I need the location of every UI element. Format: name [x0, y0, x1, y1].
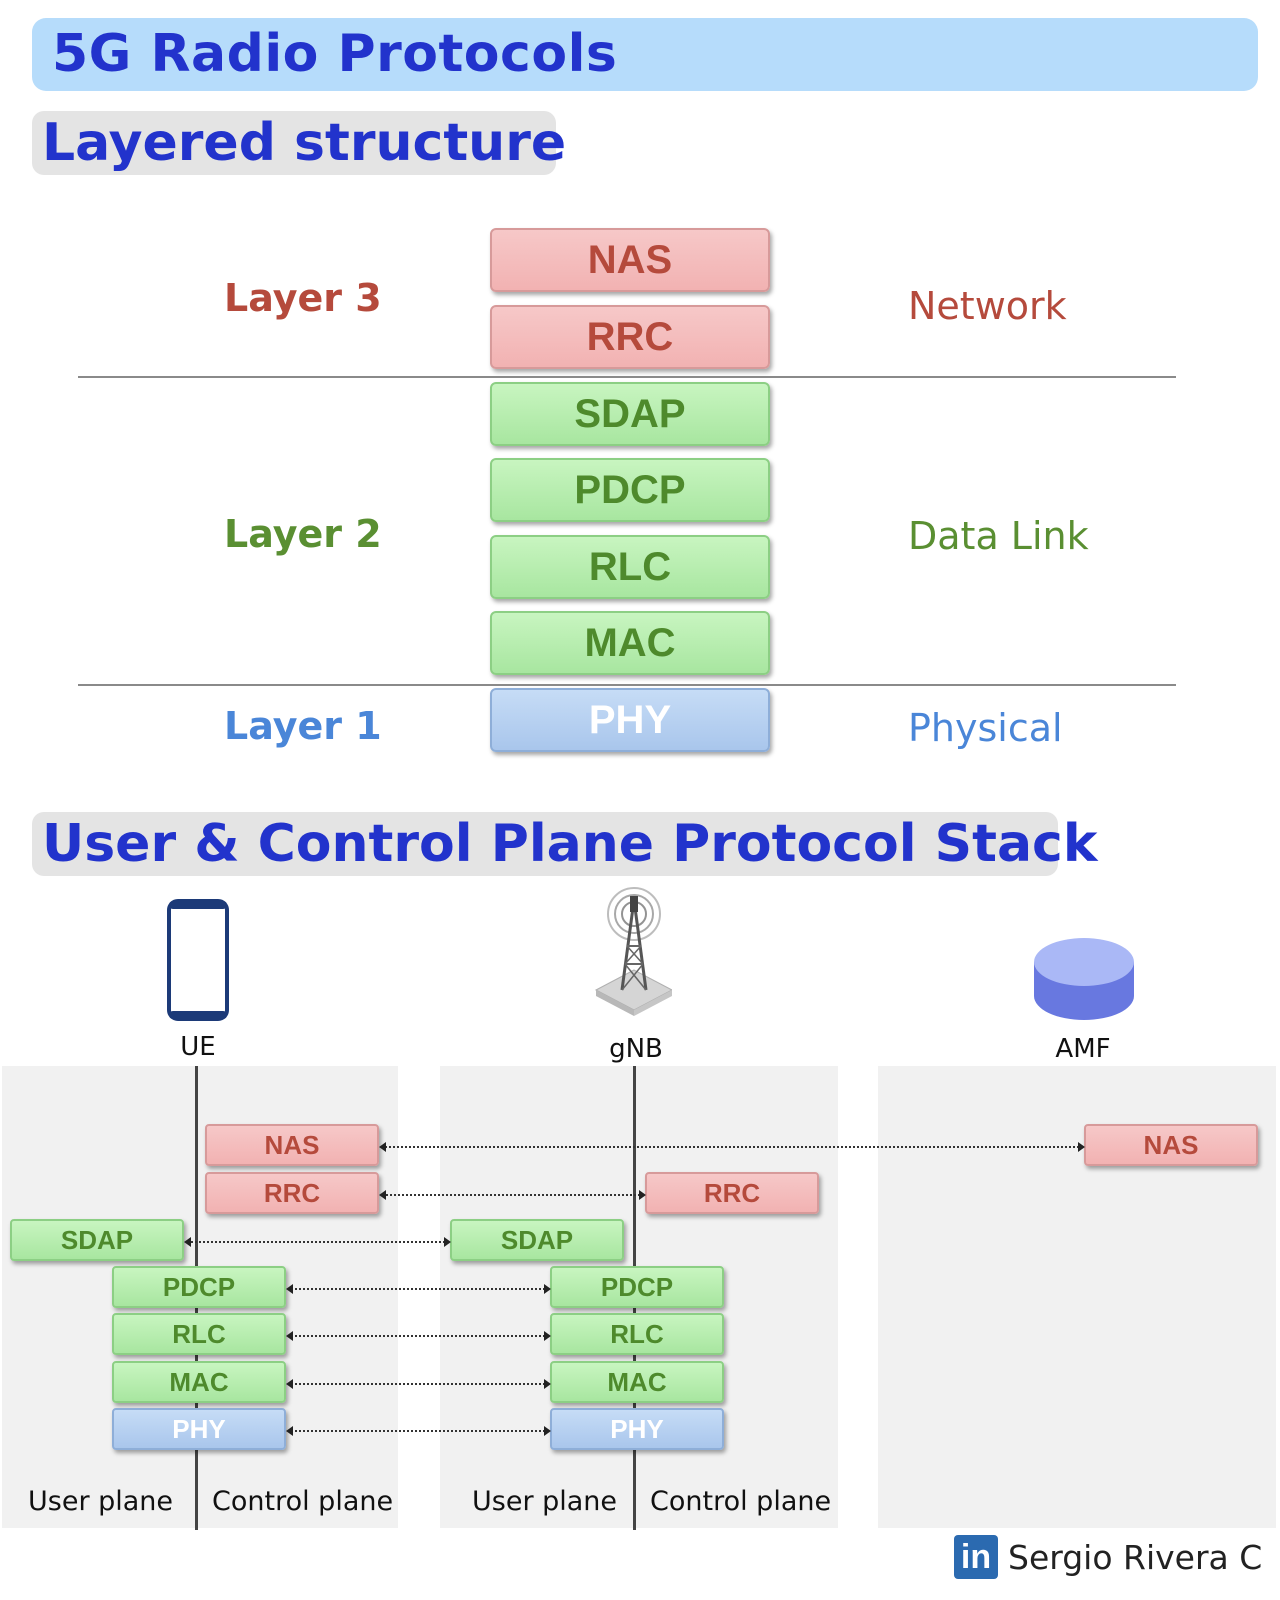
gnb-label: gNB: [609, 1034, 663, 1064]
layer-block-sdap: SDAP: [490, 382, 770, 446]
layer-block-rlc: RLC: [490, 535, 770, 599]
layer-divider: [78, 376, 1176, 378]
ue-control-plane-label: Control plane: [212, 1486, 394, 1517]
gnb-block-pdcp: PDCP: [550, 1266, 724, 1308]
network-label: Network: [908, 284, 1067, 328]
layer-block-pdcp: PDCP: [490, 458, 770, 522]
linkedin-icon: in: [954, 1535, 998, 1579]
layer-block-nas: NAS: [490, 228, 770, 292]
gnb-block-rrc: RRC: [645, 1172, 819, 1214]
sdap-peer-arrow: [184, 1237, 451, 1247]
ue-block-mac: MAC: [112, 1361, 286, 1403]
phy-peer-arrow: [286, 1426, 551, 1436]
ue-block-pdcp: PDCP: [112, 1266, 286, 1308]
rlc-peer-arrow: [286, 1331, 551, 1341]
gnb-block-mac: MAC: [550, 1361, 724, 1403]
layer-1-label: Layer 1: [224, 704, 382, 748]
layer-divider: [78, 684, 1176, 686]
layer-3-label: Layer 3: [224, 276, 382, 320]
gnb-block-phy: PHY: [550, 1408, 724, 1450]
layer-block-mac: MAC: [490, 611, 770, 675]
data-link-label: Data Link: [908, 514, 1089, 558]
author-credit: in Sergio Rivera C: [954, 1534, 1262, 1580]
layer-block-phy: PHY: [490, 688, 770, 752]
amf-label: AMF: [1055, 1034, 1111, 1064]
database-cylinder-icon: [1034, 938, 1134, 1020]
ue-label: UE: [180, 1032, 216, 1062]
stack-banner: User & Control Plane Protocol Stack: [32, 812, 1097, 876]
gnb-block-rlc: RLC: [550, 1313, 724, 1355]
mac-peer-arrow: [286, 1379, 551, 1389]
ue-block-rrc: RRC: [205, 1172, 379, 1214]
smartphone-icon: [167, 899, 229, 1021]
ue-block-sdap: SDAP: [10, 1219, 184, 1261]
cell-tower-icon: [594, 887, 672, 1016]
author-name: Sergio Rivera C: [1008, 1537, 1263, 1577]
page-title: 5G Radio Protocols: [52, 24, 618, 84]
amf-block-nas: NAS: [1084, 1124, 1258, 1166]
ue-block-nas: NAS: [205, 1124, 379, 1166]
nas-peer-arrow: [379, 1142, 1085, 1152]
title-banner: 5G Radio Protocols: [32, 18, 1258, 91]
ue-block-rlc: RLC: [112, 1313, 286, 1355]
layer-2-label: Layer 2: [224, 512, 382, 556]
gnb-user-plane-label: User plane: [472, 1486, 618, 1517]
ue-block-phy: PHY: [112, 1408, 286, 1450]
layer-block-rrc: RRC: [490, 305, 770, 369]
section-title-stack: User & Control Plane Protocol Stack: [42, 814, 1098, 874]
gnb-control-plane-label: Control plane: [650, 1486, 832, 1517]
subtitle-banner: Layered structure: [32, 111, 566, 175]
rrc-peer-arrow: [379, 1190, 646, 1200]
physical-label: Physical: [908, 706, 1063, 750]
section-title-layered: Layered structure: [42, 113, 567, 173]
gnb-block-sdap: SDAP: [450, 1219, 624, 1261]
pdcp-peer-arrow: [286, 1284, 551, 1294]
ue-user-plane-label: User plane: [28, 1486, 174, 1517]
